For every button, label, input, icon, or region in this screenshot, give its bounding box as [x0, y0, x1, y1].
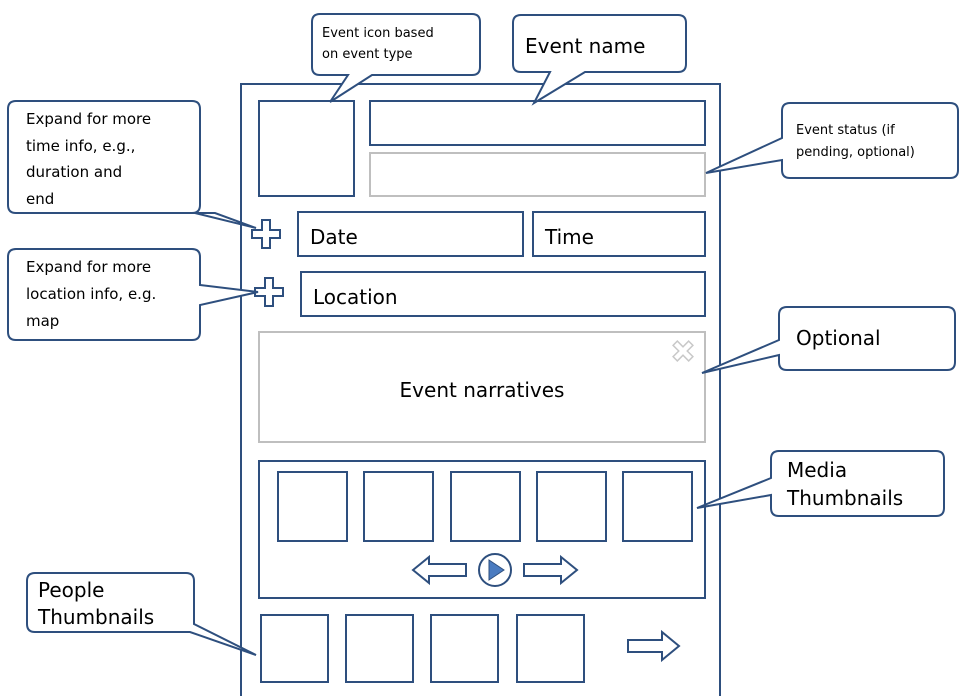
- location-label: Location: [313, 285, 398, 309]
- location-field: [300, 271, 706, 317]
- play-icon[interactable]: [478, 553, 512, 587]
- close-icon[interactable]: [667, 335, 698, 366]
- callout-people: [26, 572, 257, 656]
- media-thumbnail[interactable]: [277, 471, 348, 542]
- plus-icon[interactable]: [254, 277, 284, 307]
- time-field: [532, 211, 706, 257]
- plus-icon[interactable]: [251, 219, 281, 249]
- callout-location-info-text: Expand for more location info, e.g. map: [26, 258, 161, 330]
- media-thumbnail[interactable]: [363, 471, 434, 542]
- event-narratives-label: Event narratives: [400, 378, 565, 402]
- media-thumbnail[interactable]: [536, 471, 607, 542]
- event-narratives-box: [258, 331, 706, 443]
- callout-event-name: [512, 14, 687, 106]
- callout-event-icon: [311, 13, 481, 103]
- callout-optional: [701, 306, 956, 374]
- time-label: Time: [544, 225, 594, 249]
- callout-location-info: [7, 248, 259, 341]
- people-thumbnail[interactable]: [345, 614, 414, 683]
- right-arrow-icon[interactable]: [523, 554, 579, 586]
- callout-event-name-text: Event name: [525, 34, 645, 58]
- callout-media: [696, 450, 945, 517]
- media-panel: [258, 460, 706, 599]
- callout-media-text: Media Thumbnails: [786, 458, 903, 510]
- callout-event-status-text: Event status (if pending, optional): [796, 123, 915, 160]
- callout-time-info: [7, 100, 257, 229]
- left-arrow-icon[interactable]: [411, 554, 467, 586]
- event-status-field: [369, 152, 706, 197]
- callout-time-info-text: Expand for more time info, e.g., duratio…: [26, 110, 156, 208]
- event-icon-box: [258, 100, 355, 197]
- people-thumbnail[interactable]: [430, 614, 499, 683]
- date-field: [297, 211, 524, 257]
- people-thumbnail[interactable]: [260, 614, 329, 683]
- callout-event-status: [705, 102, 959, 179]
- event-name-field: [369, 100, 706, 146]
- people-thumbnail[interactable]: [516, 614, 585, 683]
- media-thumbnail[interactable]: [622, 471, 693, 542]
- callout-optional-text: Optional: [796, 326, 881, 350]
- callout-people-text: People Thumbnails: [37, 578, 154, 629]
- media-thumbnail[interactable]: [450, 471, 521, 542]
- date-label: Date: [310, 225, 358, 249]
- screen-frame: [240, 83, 721, 696]
- right-arrow-icon[interactable]: [627, 629, 681, 663]
- callout-event-icon-text: Event icon based on event type: [322, 26, 438, 62]
